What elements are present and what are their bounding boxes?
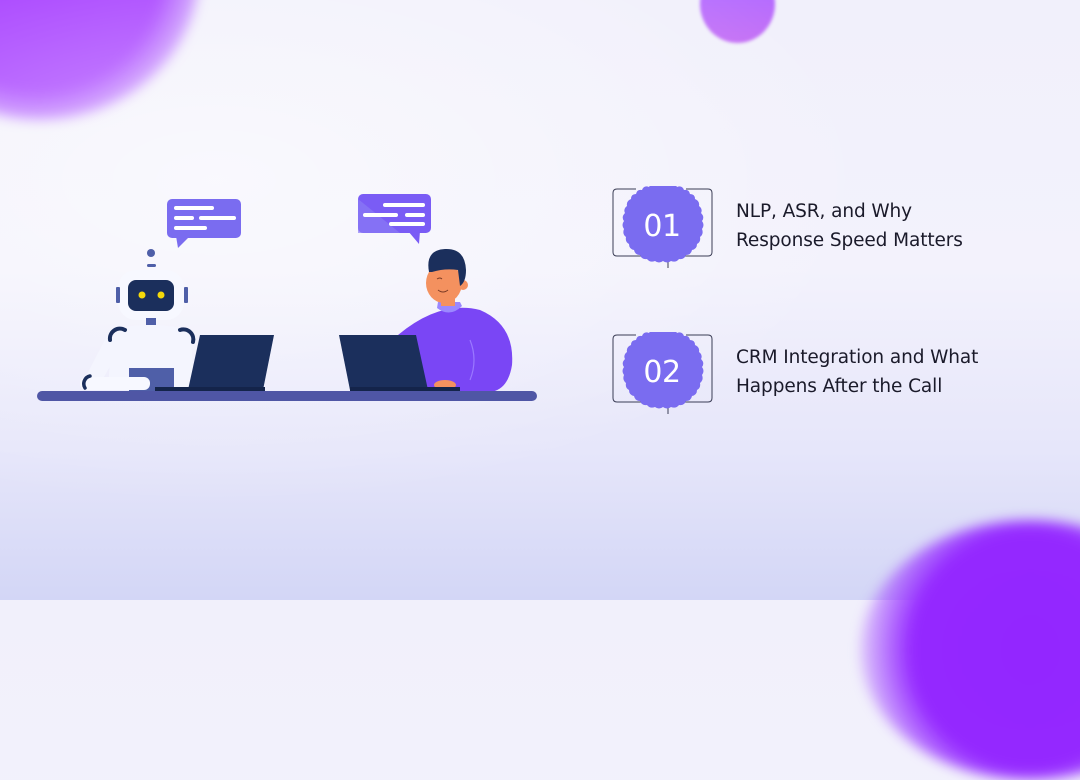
robot-laptop-icon [155,335,274,391]
person-laptop-icon [339,335,460,391]
desk [37,391,537,401]
badge-number: 02 [643,354,681,390]
topic-title-line: Happens After the Call [736,376,943,397]
topic-item-02: 02 CRM Integration and What Happens Afte… [612,332,978,414]
robot-figure [80,249,196,391]
topic-title: NLP, ASR, and Why Response Speed Matters [736,197,963,255]
topic-title-line: NLP, ASR, and Why [736,201,913,222]
person-figure [398,248,513,392]
topic-item-01: 01 NLP, ASR, and Why Response Speed Matt… [612,186,963,268]
number-badge: 01 [612,186,714,268]
topic-title: CRM Integration and What Happens After t… [736,343,978,401]
person-chat-bubble-icon [358,194,431,244]
badge-frame-icon [612,186,713,268]
topic-title-line: Response Speed Matters [736,230,963,251]
topic-title-line: CRM Integration and What [736,347,979,368]
robot-and-person-illustration [37,194,537,401]
badge-number: 01 [643,208,681,244]
badge-frame-icon [612,332,713,414]
number-badge: 02 [612,332,714,414]
robot-chat-bubble-icon [167,199,241,248]
